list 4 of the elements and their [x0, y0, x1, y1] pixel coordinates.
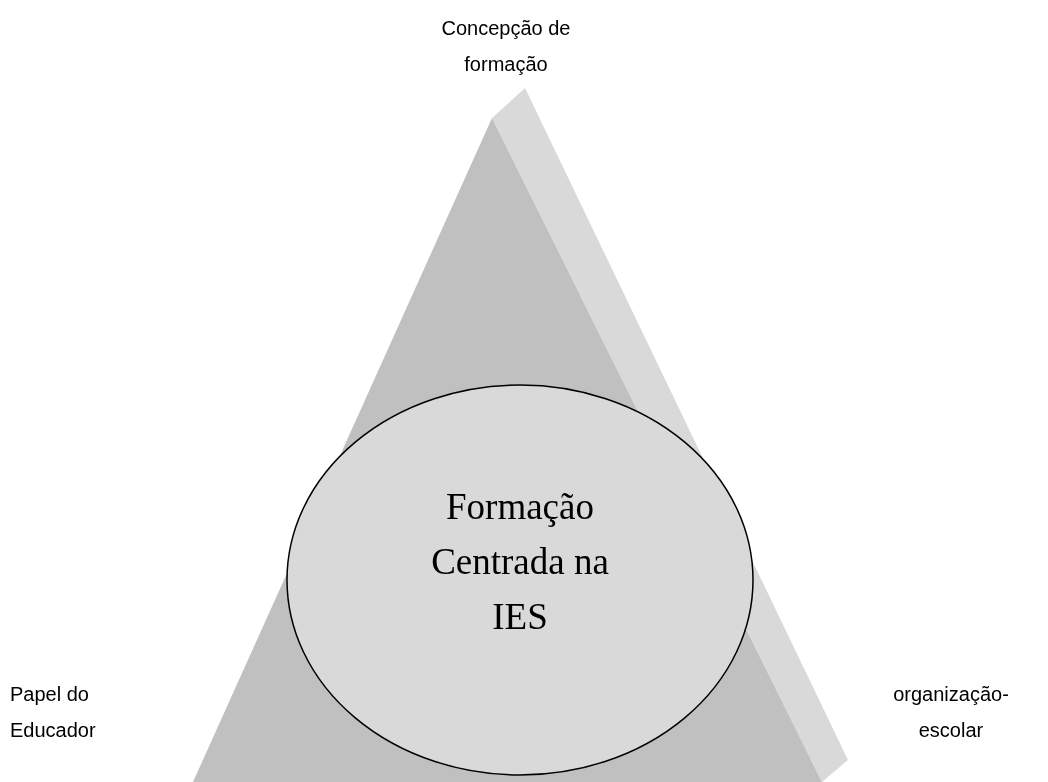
corner-label: Papel do Educador	[10, 682, 97, 743]
node-label: Formação Centrada na IES	[430, 485, 610, 639]
corner-label: Concepção de formação	[441, 16, 571, 77]
corner-label: organização- escolar	[892, 682, 1010, 743]
